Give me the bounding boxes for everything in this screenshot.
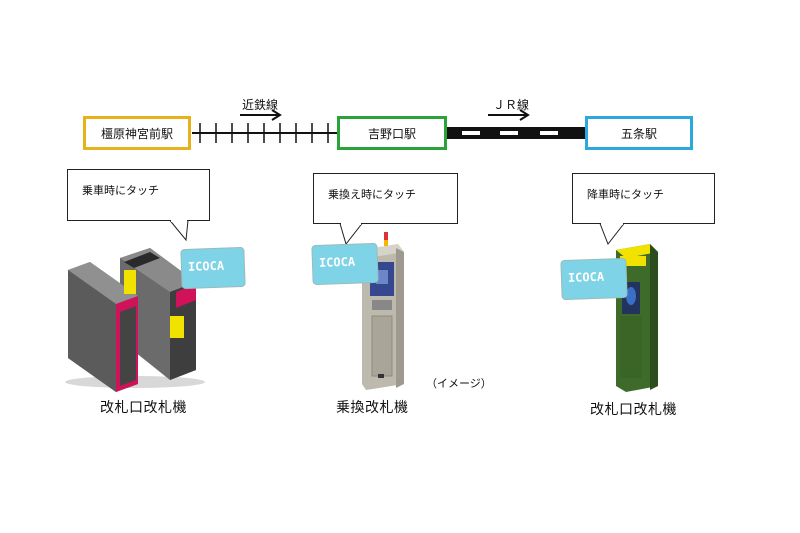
speech-bubble-transfer: 乗換え時にタッチ xyxy=(313,173,458,224)
image-note: （イメージ） xyxy=(426,377,492,390)
jr-arrow-icon xyxy=(488,109,530,121)
line-label-jr: ＪＲ線 xyxy=(493,98,530,112)
bubble-text: 降車時にタッチ xyxy=(587,188,664,201)
caption-transfer-gate: 乗換改札機 xyxy=(336,400,409,416)
caption-exit-gate: 改札口改札機 xyxy=(590,402,677,418)
kintetsu-arrow-icon xyxy=(240,109,282,121)
icoca-card-3: ICOCA xyxy=(561,258,627,300)
bubble-text: 乗換え時にタッチ xyxy=(328,188,416,201)
station-label: 吉野口駅 xyxy=(367,126,416,141)
line-label-kintetsu: 近鉄線 xyxy=(242,98,279,112)
station-yoshinoguchi: 吉野口駅 xyxy=(337,116,447,150)
bubble-text: 乗車時にタッチ xyxy=(82,184,159,197)
station-gojo: 五条駅 xyxy=(585,116,693,150)
station-label: 五条駅 xyxy=(620,126,657,141)
station-kashiharajingumae: 橿原神宮前駅 xyxy=(83,116,191,150)
station-label: 橿原神宮前駅 xyxy=(100,126,173,141)
card-label: ICOCA xyxy=(567,269,605,285)
speech-bubble-alighting: 降車時にタッチ xyxy=(572,173,715,224)
caption-entrance-gate: 改札口改札機 xyxy=(100,400,187,416)
kintetsu-ticks xyxy=(199,123,329,143)
speech-bubble-boarding: 乗車時にタッチ xyxy=(67,169,210,221)
jr-dashes xyxy=(462,131,558,135)
